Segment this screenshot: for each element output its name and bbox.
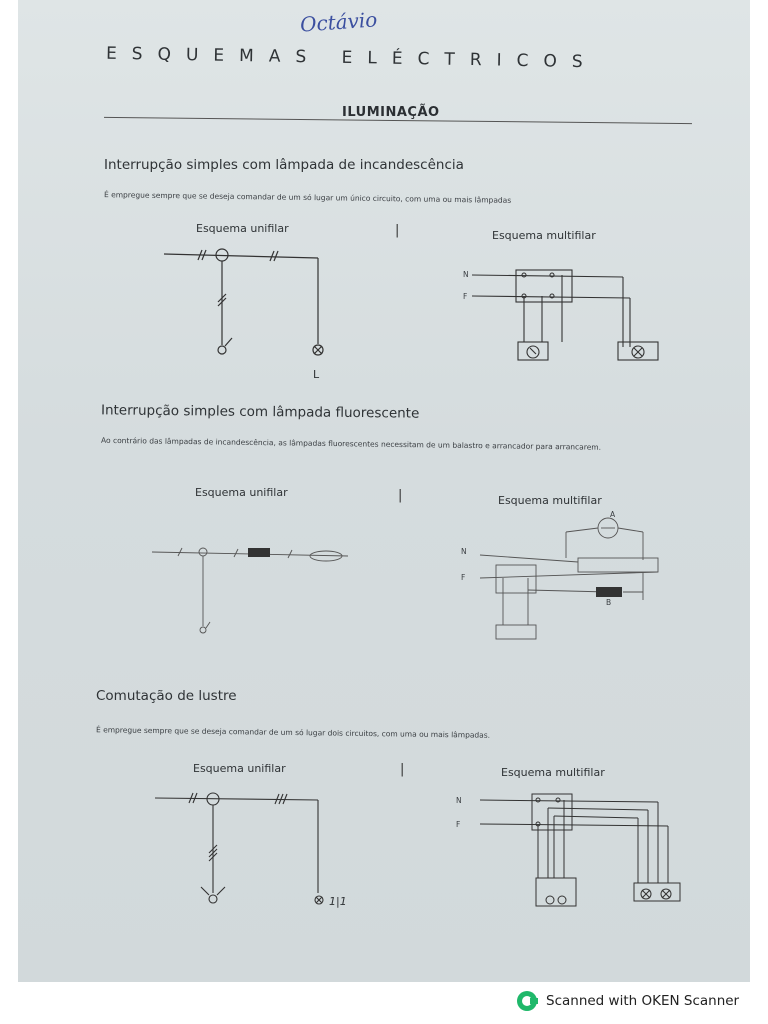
page-title: ESQUEMAS ELÉCTRICOS (105, 43, 598, 73)
section-1-heading: Interrupção simples com lâmpada de incan… (104, 157, 464, 173)
section-3-unifilar-label: Esquema unifilar (193, 762, 286, 775)
section-1-multifilar-label: Esquema multifilar (492, 229, 596, 242)
section-2-unifilar-label: Esquema unifilar (195, 486, 288, 499)
section-1-description: É empregue sempre que se deseja comandar… (103, 190, 512, 205)
section-1-lamp-label: L (313, 368, 320, 381)
section-3-multifilar-diagram (479, 793, 681, 907)
section-2-unifilar-diagram (151, 547, 349, 634)
section-1-wire-f: F (463, 292, 468, 301)
section-1-separator: | (395, 223, 400, 238)
page-subtitle: ILUMINAÇÃO (342, 105, 440, 120)
oken-scanner-logo-icon (517, 991, 538, 1011)
section-2-heading: Interrupção simples com lâmpada fluoresc… (100, 402, 420, 422)
section-2-multifilar-label: Esquema multifilar (498, 494, 602, 507)
section-3-unifilar-diagram (154, 792, 324, 905)
section-3-multifilar-label: Esquema multifilar (501, 766, 605, 779)
section-2-description: Ao contrário das lâmpadas de incandescên… (100, 435, 602, 452)
section-3-heading: Comutação de lustre (96, 688, 237, 704)
section-3-description: É empregue sempre que se deseja comandar… (95, 725, 491, 740)
section-2-wire-f: F (461, 573, 466, 582)
author-handwriting: Octávio (299, 7, 379, 37)
section-1-wire-n: N (463, 270, 469, 279)
section-3-lamp-label: 1|1 (329, 895, 347, 908)
section-3-wire-n: N (456, 796, 462, 805)
scanner-watermark: Scanned with OKEN Scanner (516, 990, 739, 1012)
scanned-page: Octávio ESQUEMAS ELÉCTRICOS ILUMINAÇÃO I… (18, 0, 750, 982)
section-2-separator: | (398, 488, 403, 503)
section-2-multifilar-diagram (479, 517, 659, 640)
section-2-component-b: B (606, 598, 612, 607)
section-2-component-a: A (610, 510, 616, 519)
section-3-wire-f: F (456, 820, 461, 829)
section-2-wire-n: N (461, 547, 467, 556)
section-1-multifilar-diagram (471, 269, 659, 361)
scanner-watermark-text: Scanned with OKEN Scanner (546, 993, 740, 1009)
section-1-unifilar-label: Esquema unifilar (196, 222, 289, 235)
section-3-separator: | (400, 762, 405, 777)
section-1-unifilar-diagram (163, 248, 324, 356)
